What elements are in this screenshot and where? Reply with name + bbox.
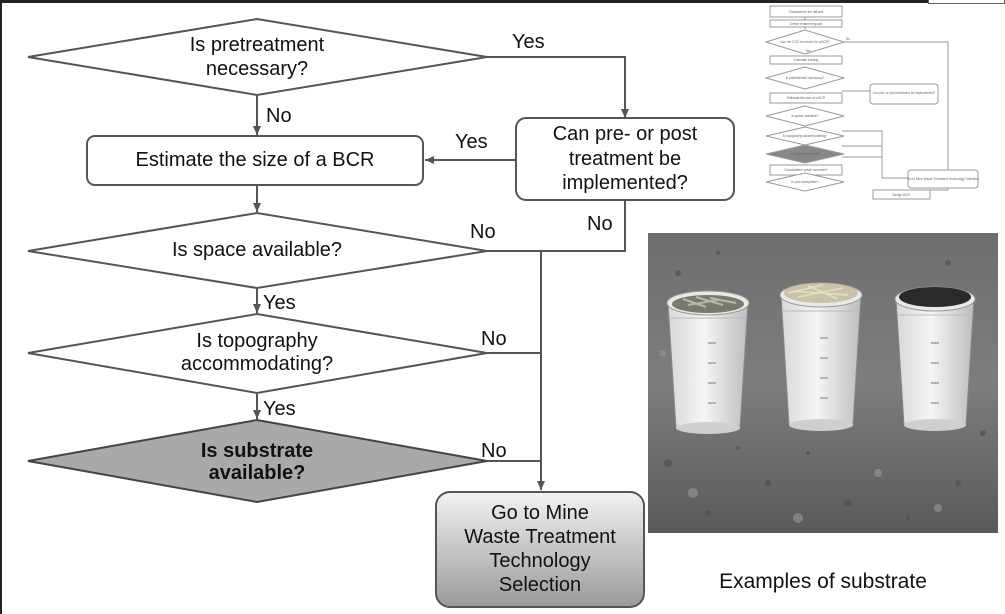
decision-pretreatment-label: Is pretreatment necessary? <box>117 33 397 81</box>
edge-prepost-no <box>541 200 626 252</box>
decision-substrate-line1: Is substrate <box>200 440 314 462</box>
thumb-node <box>769 19 843 28</box>
edge-label-pretreat-yes: Yes <box>512 31 545 53</box>
left-rule <box>0 0 2 614</box>
edge-pretreat-yes <box>487 56 629 118</box>
substrate-photo <box>648 233 998 533</box>
edge-label-substrate-no: No <box>481 440 507 462</box>
edge-label-topo-no: No <box>481 328 507 350</box>
decision-topography <box>27 312 488 395</box>
thumb-text: Is space available? <box>791 114 818 118</box>
thumb-node <box>769 92 843 104</box>
thumb-text: Estimate the size of a BCR <box>787 96 826 100</box>
decision-substrate-line2: available? <box>208 462 306 484</box>
edge-label-topo-yes: Yes <box>263 398 296 420</box>
process-goto-label: Go to Mine Waste Treatment Technology Se… <box>436 501 644 597</box>
thumb-text: Go to Mine Waste Treatment Technology Se… <box>907 177 979 181</box>
thumb-text: Consolidated public comment? <box>784 168 828 172</box>
thumb-text: Calculate loading <box>794 58 819 62</box>
edge-label-pretreat-no: No <box>266 105 292 127</box>
thumb-text: Is cost acceptable? <box>791 180 819 184</box>
thumb-text: Can pre- or post treatment be implemente… <box>873 91 936 95</box>
decision-topography-line1: Is topography <box>196 330 318 352</box>
thumb-text: Is pretreatment necessary? <box>786 76 825 80</box>
thumb-node <box>769 55 843 65</box>
decision-topography-label: Is topography accommodating? <box>117 330 397 376</box>
thumb-node <box>764 29 846 55</box>
decision-space <box>27 211 488 290</box>
thumb-node <box>765 105 845 127</box>
edge-label-prepost-no: No <box>587 213 613 235</box>
decision-pretreatment-line2: necessary? <box>205 58 309 80</box>
process-prepost-line1: Can pre- or post <box>552 123 698 145</box>
edge-label-prepost-yes: Yes <box>455 131 488 153</box>
process-prepost-line2: treatment be <box>568 147 682 170</box>
process-estimate <box>86 135 424 186</box>
process-prepost-line3: implemented? <box>562 172 688 194</box>
process-goto <box>435 491 645 608</box>
photo-caption: Examples of substrate <box>719 570 927 593</box>
process-prepost-label: Can pre- or post treatment be implemente… <box>516 122 734 196</box>
process-goto-line1: Go to Mine <box>491 502 589 524</box>
thumb-node <box>869 83 939 105</box>
process-prepost <box>515 117 735 201</box>
bucket-compost <box>894 286 976 431</box>
top-rule-bar <box>0 0 928 3</box>
thumb-node <box>765 144 845 164</box>
process-estimate-label: Estimate the size of a BCR <box>135 149 375 171</box>
thumb-text: Characterize the influent <box>789 10 824 14</box>
thumb-text: Can the COC be treated in a BCR? <box>780 40 830 44</box>
decision-substrate <box>27 418 488 504</box>
thumb-node <box>907 169 979 189</box>
thumb-node <box>764 66 846 90</box>
decision-pretreatment <box>27 17 488 97</box>
thumb-text: Design BCR <box>892 193 910 197</box>
bucket-straw <box>779 282 863 431</box>
process-goto-line2: Waste Treatment <box>464 526 616 548</box>
decision-pretreatment-line1: Is pretreatment <box>189 34 325 56</box>
thumb-node <box>769 5 843 18</box>
process-goto-line4: Selection <box>498 574 582 596</box>
thumb-text: Is topography accommodating? <box>783 134 828 138</box>
process-goto-line3: Technology <box>489 550 591 572</box>
thumb-node <box>765 126 845 146</box>
thumb-text: Is substrate available? <box>789 152 821 156</box>
decision-space-label: Is space available? <box>171 239 343 261</box>
bucket-wood-chips <box>666 290 750 434</box>
edge-label-space-yes: Yes <box>263 292 296 314</box>
thumb-node <box>765 172 845 192</box>
thumb-node <box>872 189 931 200</box>
thumb-text: No <box>846 37 850 41</box>
decision-substrate-label: Is substrate available? <box>117 440 397 484</box>
flowchart-thumbnail: Characterize the influent Define treatme… <box>764 5 979 200</box>
decision-topography-line2: accommodating? <box>180 353 334 375</box>
thumb-text: Define treatment goals <box>790 22 822 26</box>
edge-label-space-no: No <box>470 221 496 243</box>
thumb-text: Yes <box>805 49 811 53</box>
